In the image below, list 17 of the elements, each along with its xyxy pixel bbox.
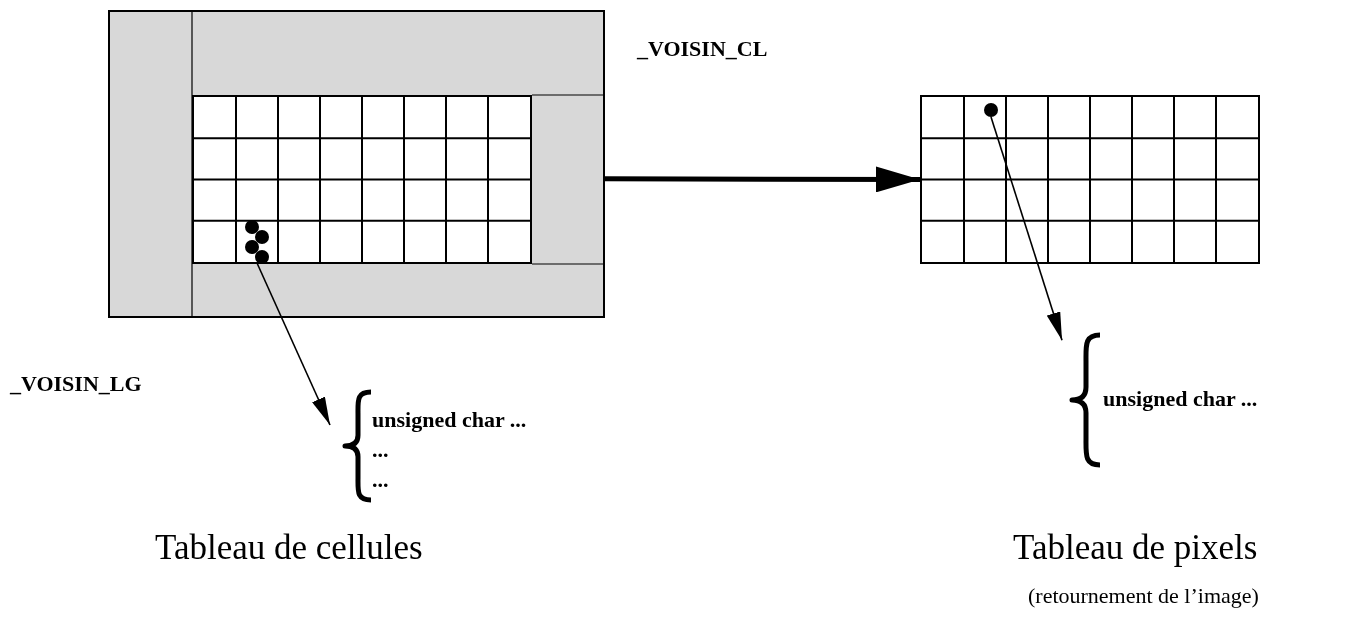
cell-grid — [192, 95, 532, 264]
dot-cluster — [244, 219, 270, 263]
ellipsis-text: ... — [372, 439, 389, 461]
region-label: _VOISIN_CL — [637, 38, 768, 60]
caption: Tableau de cellules — [155, 530, 423, 565]
subcaption: (retournement de l’image) — [1028, 585, 1259, 607]
ellipsis-text: ... — [372, 469, 389, 491]
arrow — [990, 116, 1063, 341]
pixel-dot — [984, 103, 998, 117]
cell-array-frame — [108, 10, 605, 318]
declaration-text: unsigned char ... — [372, 409, 527, 431]
arrow — [605, 166, 920, 193]
declaration-text: unsigned char ... — [1103, 388, 1258, 410]
caption: Tableau de pixels — [1013, 530, 1258, 565]
pixel-grid — [920, 95, 1260, 264]
arrow — [256, 262, 331, 426]
region-label: _VOISIN_LG — [10, 373, 142, 395]
